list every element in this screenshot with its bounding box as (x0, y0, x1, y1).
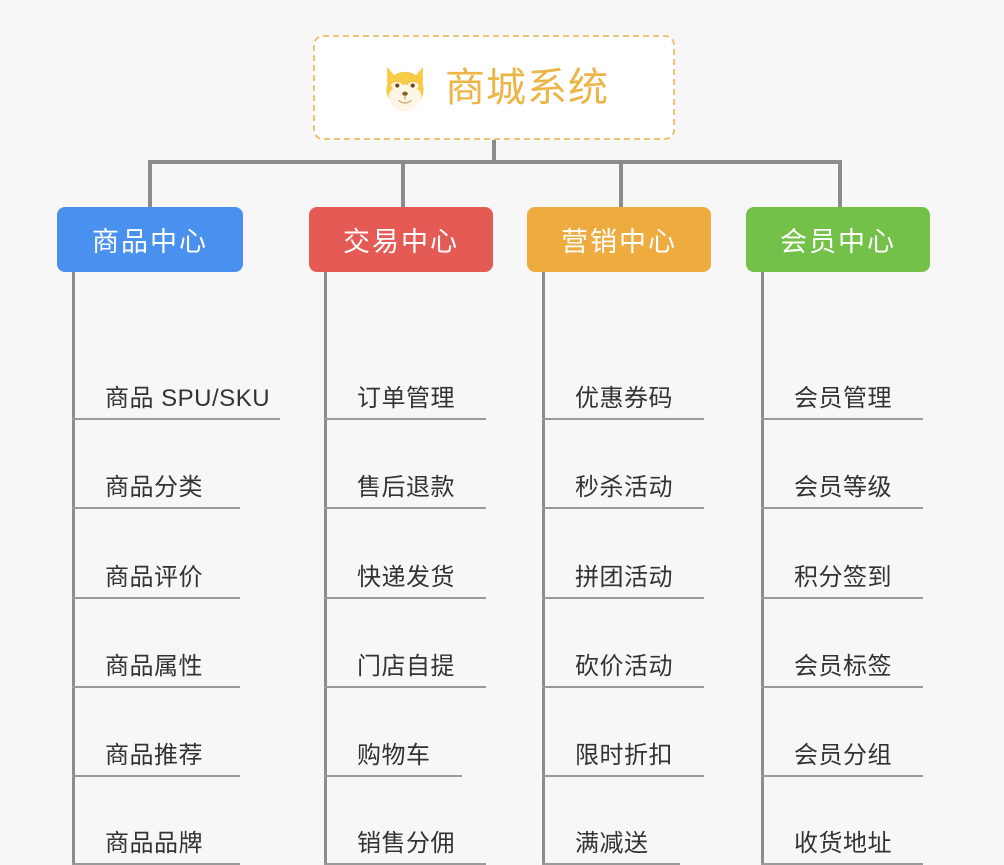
leaf-item-underline (72, 597, 240, 599)
leaf-item-underline (761, 597, 923, 599)
leaf-item-label: 积分签到 (794, 564, 892, 591)
leaf-item-underline (324, 507, 486, 509)
branch-header-1[interactable]: 商品中心 (57, 207, 243, 272)
branch-trunk-4 (761, 272, 764, 865)
leaf-item-underline (324, 597, 486, 599)
leaf-item-underline (542, 418, 704, 420)
leaf-item-label: 销售分佣 (357, 830, 455, 857)
leaf-item-label: 售后退款 (357, 474, 455, 501)
leaf-item-underline (542, 597, 704, 599)
branch-trunk-3 (542, 272, 545, 865)
leaf-item-underline (324, 418, 486, 420)
branch-column-3: 营销中心优惠券码秒杀活动拼团活动砍价活动限时折扣满减送 (527, 207, 711, 865)
branch-header-3[interactable]: 营销中心 (527, 207, 711, 272)
leaf-item-label: 满减送 (575, 830, 649, 857)
leaf-item-underline (761, 418, 923, 420)
branch-header-2[interactable]: 交易中心 (309, 207, 493, 272)
branch-trunk-1 (72, 272, 75, 865)
branch-stem-connector-4 (838, 160, 842, 208)
leaf-item-label: 快递发货 (357, 564, 455, 591)
leaf-item-label: 会员标签 (794, 653, 892, 680)
leaf-item-underline (542, 775, 704, 777)
branch-column-1: 商品中心商品 SPU/SKU 商品分类商品评价商品属性商品推荐商品品牌 (57, 207, 280, 865)
branch-stem-connector-1 (148, 160, 152, 208)
leaf-item-label: 购物车 (357, 742, 431, 769)
leaf-item-underline (761, 775, 923, 777)
leaf-item-label: 商品品牌 (105, 830, 203, 857)
leaf-item-label: 会员分组 (794, 742, 892, 769)
branch-header-4[interactable]: 会员中心 (746, 207, 930, 272)
leaf-item-label: 优惠券码 (575, 385, 673, 412)
leaf-item-label: 砍价活动 (575, 653, 673, 680)
horizontal-bus-connector (148, 160, 842, 164)
shiba-dog-face-icon (379, 62, 431, 114)
leaf-item-underline (761, 686, 923, 688)
branch-trunk-2 (324, 272, 327, 865)
leaf-item-label: 拼团活动 (575, 564, 673, 591)
leaf-item-label: 商品属性 (105, 653, 203, 680)
root-node[interactable]: 商城系统 (313, 35, 675, 140)
branch-column-4: 会员中心会员管理会员等级积分签到会员标签会员分组收货地址 (746, 207, 930, 865)
leaf-item-underline (761, 507, 923, 509)
branch-stem-connector-3 (619, 160, 623, 208)
leaf-item-underline (324, 775, 462, 777)
leaf-item-underline (72, 418, 280, 420)
branch-stem-connector-2 (401, 160, 405, 208)
leaf-item-label: 商品推荐 (105, 742, 203, 769)
leaf-item-label: 收货地址 (794, 830, 892, 857)
leaf-item-label: 会员等级 (794, 474, 892, 501)
leaf-item-underline (324, 686, 486, 688)
leaf-item-label: 会员管理 (794, 385, 892, 412)
root-stem-connector (492, 140, 496, 164)
leaf-item-underline (542, 507, 704, 509)
branch-column-2: 交易中心订单管理售后退款快递发货门店自提购物车销售分佣 (309, 207, 493, 865)
leaf-item-label: 订单管理 (357, 385, 455, 412)
leaf-item-label: 限时折扣 (575, 742, 673, 769)
mindmap-diagram: 商城系统 商品中心商品 SPU/SKU 商品分类商品评价商品属性商品推荐商品品牌 交… (57, 35, 930, 865)
root-title: 商城系统 (445, 65, 609, 110)
leaf-item-label: 秒杀活动 (575, 474, 673, 501)
leaf-item-underline (72, 686, 240, 688)
leaf-item-underline (542, 686, 704, 688)
leaf-item-underline (72, 775, 240, 777)
leaf-item-underline (72, 507, 240, 509)
leaf-item-label: 商品评价 (105, 564, 203, 591)
leaf-item-label: 商品分类 (105, 474, 203, 501)
leaf-item-label: 门店自提 (357, 653, 455, 680)
leaf-item-label: 商品 SPU/SKU (105, 385, 271, 412)
